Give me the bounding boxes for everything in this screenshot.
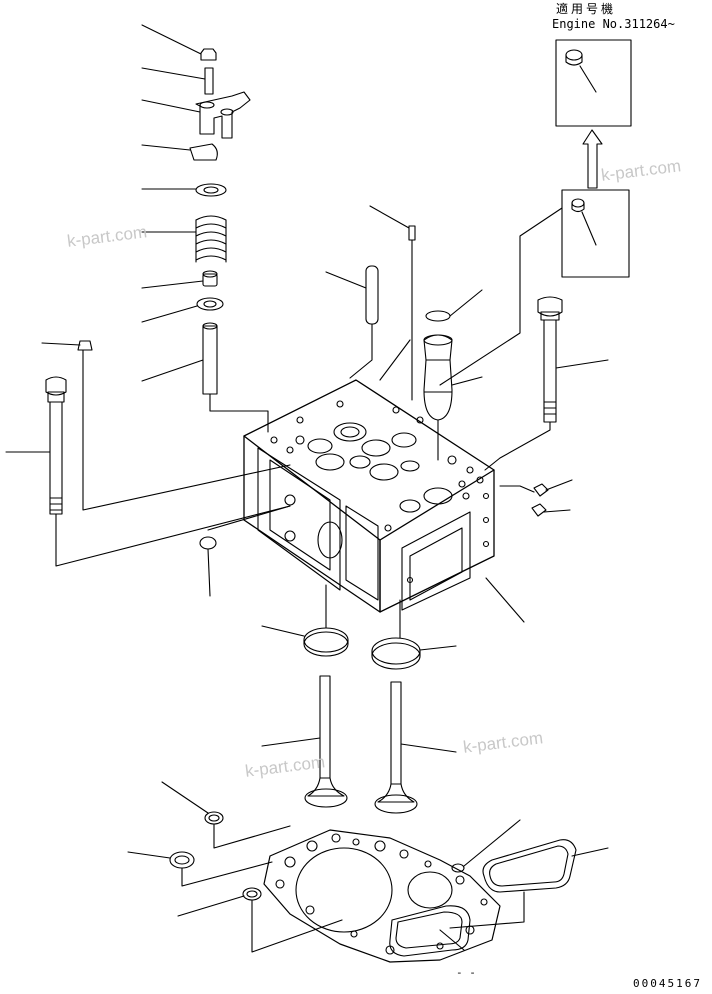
inset-box-upper bbox=[556, 40, 631, 126]
cylinder-head-block bbox=[200, 380, 524, 622]
valve-train-parts bbox=[142, 25, 268, 432]
drawing-code: 00045167 bbox=[633, 977, 702, 990]
valves bbox=[262, 676, 456, 813]
inset-box-lower bbox=[440, 190, 629, 385]
applicable-machine-label: 適用号機 bbox=[556, 2, 617, 16]
head-gasket-parts bbox=[128, 782, 608, 962]
valve-seat-inserts bbox=[262, 585, 456, 669]
inset-arrow-up bbox=[583, 130, 602, 188]
engine-serial-label: Engine No.311264~ bbox=[552, 17, 675, 31]
left-bolt-parts bbox=[6, 341, 290, 566]
head-top-parts bbox=[326, 206, 608, 516]
partial-label: - - bbox=[456, 966, 476, 979]
